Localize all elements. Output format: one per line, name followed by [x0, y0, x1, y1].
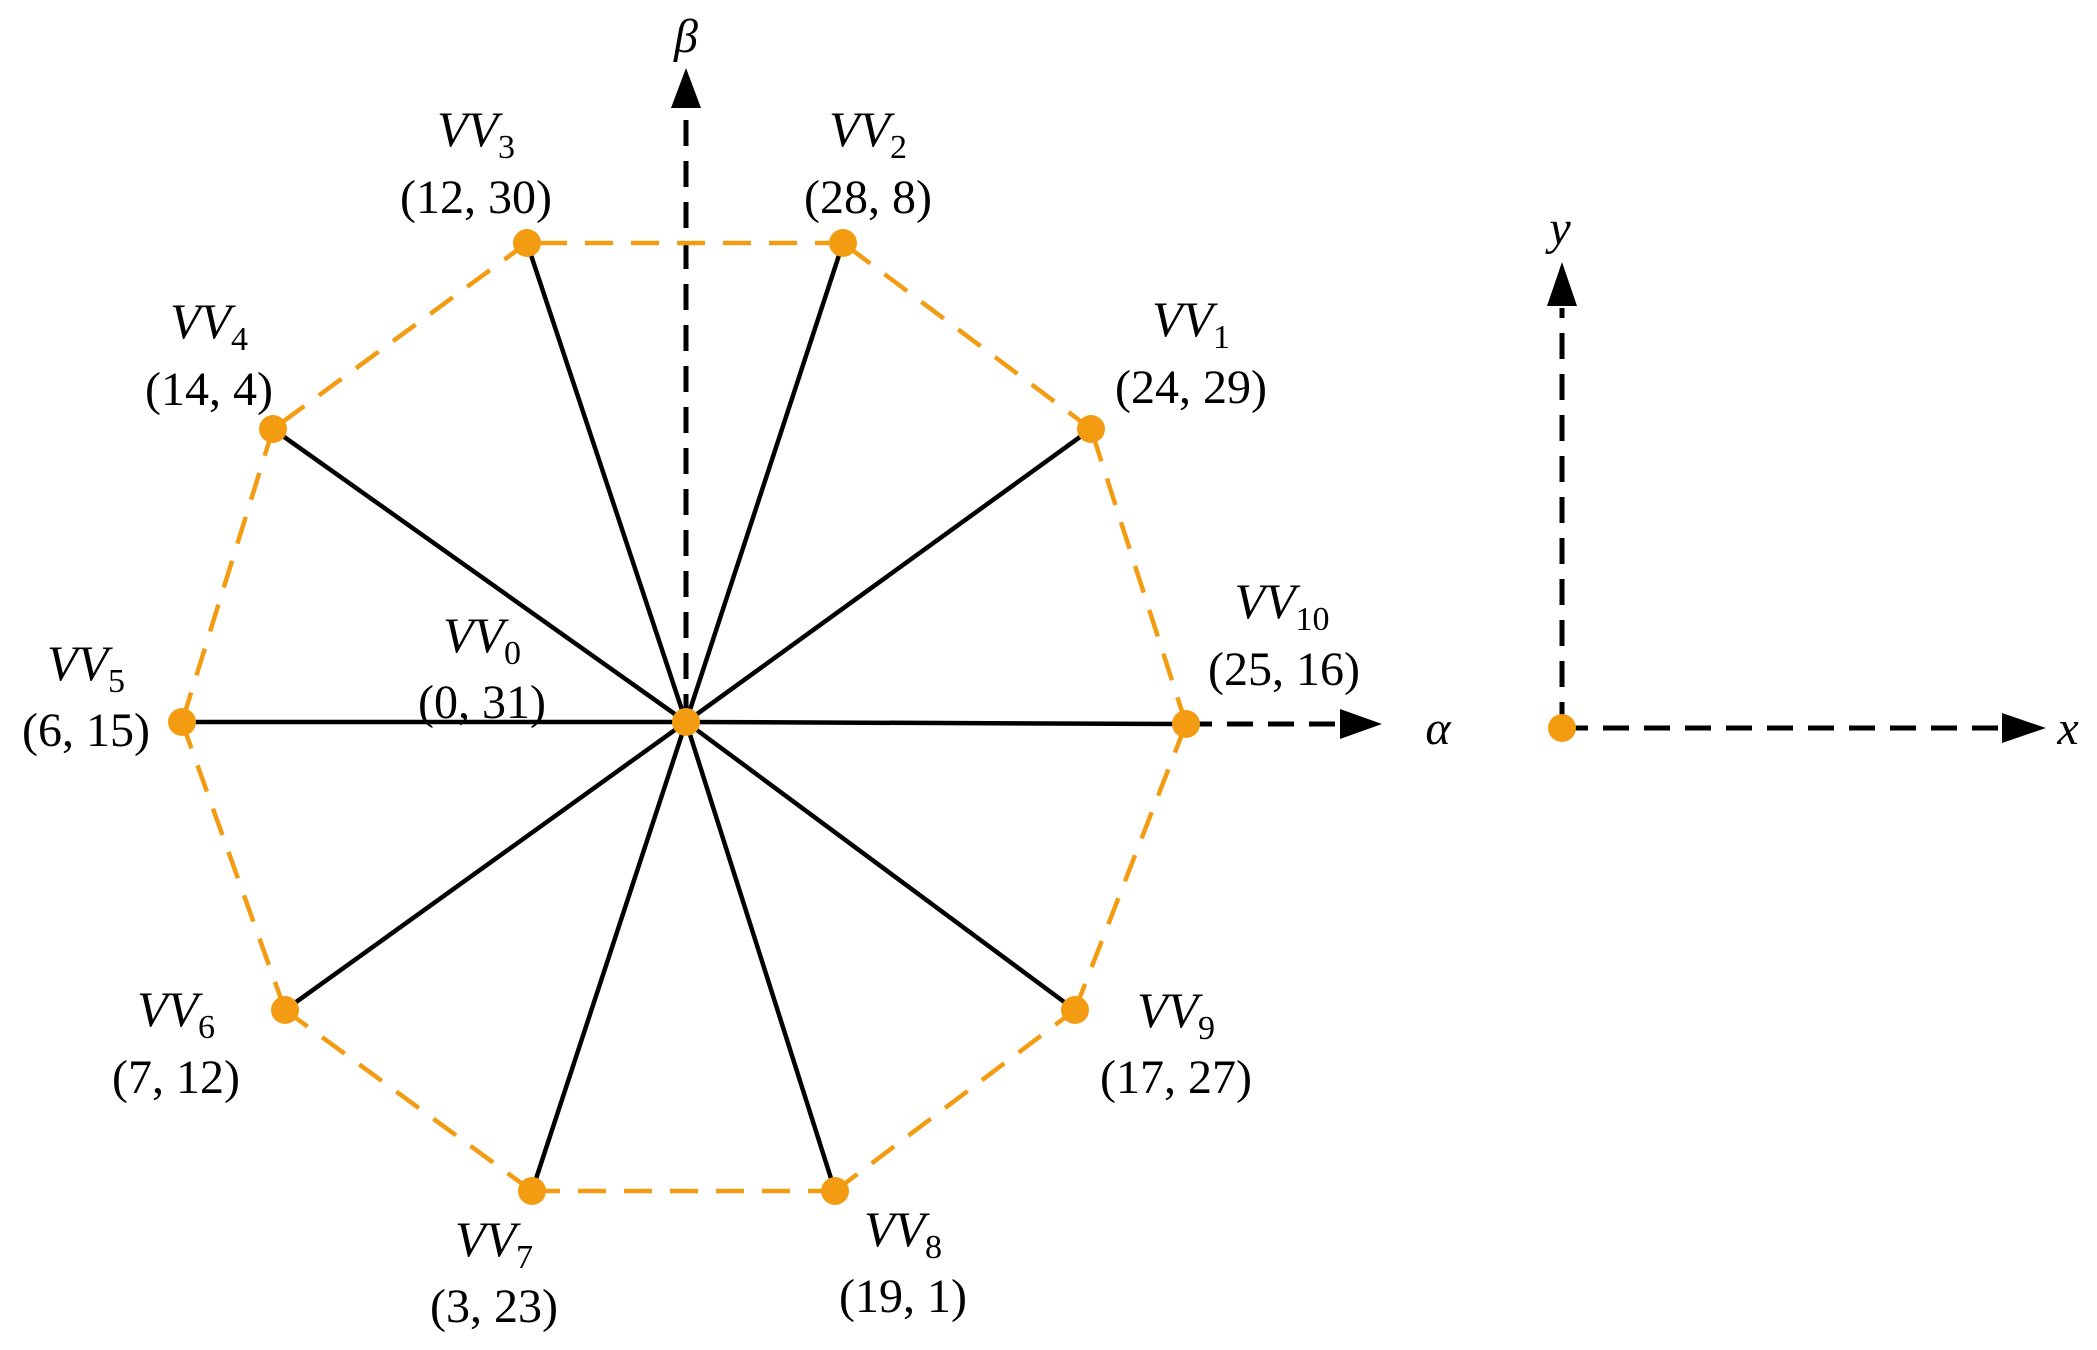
vector-spokes	[182, 242, 1187, 1192]
label-vv1: VV1 (24, 29)	[1115, 291, 1267, 414]
vertex-vv9	[1061, 996, 1089, 1024]
label-vv0-name: VV0	[443, 607, 521, 672]
octagon-edge-3-4	[271, 241, 529, 431]
label-vv9: VV9 (17, 27)	[1100, 982, 1252, 1104]
label-vv4: VV4 (14, 4)	[145, 293, 273, 416]
label-vv7-name: VV7	[455, 1211, 533, 1276]
label-vv2-code: (28, 8)	[804, 171, 932, 224]
label-vv4-name: VV4	[170, 293, 248, 358]
vertex-vv2	[829, 229, 857, 257]
spoke-vv10	[685, 719, 1187, 727]
label-vv10-name: VV10	[1234, 573, 1329, 638]
spoke-vv2	[683, 242, 846, 723]
label-vv8: VV8 (19, 1)	[839, 1201, 967, 1323]
spoke-vv6	[283, 720, 688, 1012]
label-vv6: VV6 (7, 12)	[112, 981, 240, 1104]
octagon-edge-4-5	[179, 428, 276, 723]
octagon-edge-9-10	[1072, 723, 1189, 1011]
vertex-vv4	[259, 415, 287, 443]
label-vv3-name: VV3	[437, 101, 515, 166]
beta-axis-label: β	[673, 10, 698, 63]
vertex-vv6	[271, 996, 299, 1024]
spoke-vv9	[684, 720, 1077, 1012]
vertex-vv0	[672, 708, 700, 736]
spoke-vv8	[683, 721, 838, 1192]
label-vv2: VV2 (28, 8)	[804, 101, 932, 224]
label-vv10: VV10 (25, 16)	[1208, 573, 1360, 696]
vector-labels: VV0 (0, 31) VV1 (24, 29) VV2 (28, 8) VV3…	[22, 101, 1360, 1333]
x-axis-arrowhead	[2002, 713, 2046, 743]
octagon-edge-5-6	[179, 721, 288, 1011]
label-vv6-code: (7, 12)	[112, 1051, 240, 1104]
y-axis-arrowhead	[1547, 262, 1577, 306]
alpha-axis-label: α	[1425, 702, 1451, 755]
label-vv2-name: VV2	[829, 101, 907, 166]
vertex-vv8	[821, 1177, 849, 1205]
vertex-vv7	[518, 1177, 546, 1205]
alpha-beta-frame: β α	[671, 10, 1451, 755]
alpha-axis-arrowhead	[1340, 709, 1382, 739]
y-axis-label: y	[1544, 202, 1571, 255]
label-vv1-name: VV1	[1152, 291, 1230, 356]
label-vv3: VV3 (12, 30)	[400, 101, 552, 224]
vertex-vv5	[168, 708, 196, 736]
octagon-edge-6-7	[283, 1008, 534, 1193]
octagon-edge-1-2	[841, 241, 1093, 431]
xy-frame: y x	[1544, 202, 2078, 755]
vertex-vv3	[513, 229, 541, 257]
spoke-vv1	[684, 427, 1093, 724]
label-vv8-code: (19, 1)	[839, 1270, 967, 1323]
octagon-edge-8-9	[833, 1008, 1077, 1193]
octagon-outline	[179, 240, 1189, 1194]
vertex-vv10	[1172, 710, 1200, 738]
label-vv4-code: (14, 4)	[145, 363, 273, 416]
vertex-vv1	[1077, 415, 1105, 443]
label-vv0-code: (0, 31)	[418, 676, 546, 729]
beta-axis-arrowhead	[671, 68, 701, 108]
xy-origin-vertex	[1548, 714, 1576, 742]
spoke-vv3	[524, 242, 689, 723]
label-vv6-name: VV6	[137, 981, 215, 1046]
label-vv5-name: VV5	[47, 635, 125, 700]
spoke-vv7	[529, 721, 689, 1192]
label-vv5: VV5 (6, 15)	[22, 635, 150, 757]
label-vv7-code: (3, 23)	[430, 1280, 558, 1333]
label-vv10-code: (25, 16)	[1208, 643, 1360, 696]
label-vv9-code: (17, 27)	[1100, 1051, 1252, 1104]
label-vv7: VV7 (3, 23)	[430, 1211, 558, 1333]
label-vv9-name: VV9	[1137, 982, 1215, 1047]
label-vv1-code: (24, 29)	[1115, 361, 1267, 414]
x-axis-label: x	[2056, 702, 2078, 755]
vector-vertices	[168, 229, 1200, 1205]
label-vv0: VV0 (0, 31)	[418, 607, 546, 729]
octagon-edge-10-1	[1088, 428, 1189, 725]
label-vv8-name: VV8	[864, 1201, 942, 1266]
spoke-vv4	[271, 427, 688, 724]
label-vv5-code: (6, 15)	[22, 704, 150, 757]
label-vv3-code: (12, 30)	[400, 171, 552, 224]
